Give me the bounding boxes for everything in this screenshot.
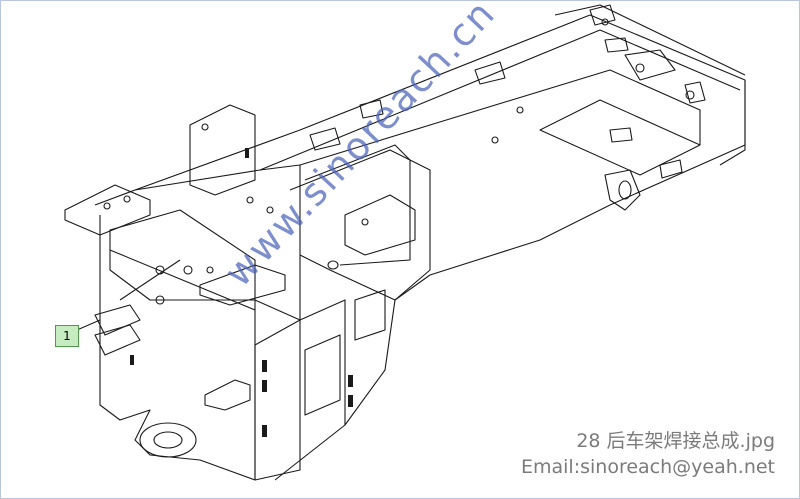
leader-line — [76, 319, 101, 331]
rail-end-lug — [604, 169, 641, 211]
plate-hole-13 — [635, 63, 645, 73]
pin-hole — [327, 260, 339, 270]
plate-hole-4 — [183, 265, 193, 275]
plate-hole-10 — [516, 106, 524, 114]
rear-box-side — [719, 80, 746, 166]
email-caption: Email:sinoreach@yeah.net — [520, 456, 775, 478]
plate-hole-2 — [361, 218, 369, 226]
rear-mount-3 — [604, 37, 629, 53]
bottom-ring-inner — [153, 431, 183, 449]
plate-hole-11 — [491, 136, 499, 144]
plate-hole-6 — [206, 266, 214, 274]
cutout-window — [304, 334, 341, 416]
plate-hole-15 — [601, 18, 609, 26]
lug-hole — [618, 180, 632, 200]
top-lug-3 — [309, 127, 341, 151]
plate-hole-9 — [123, 195, 131, 203]
top-lug-2 — [474, 61, 506, 85]
rear-mount-2 — [684, 81, 706, 104]
rear-mount — [624, 49, 676, 81]
center-box — [289, 149, 431, 301]
upper-bracket-2 — [344, 194, 416, 256]
slot — [262, 360, 267, 372]
center-box-inner — [304, 144, 411, 266]
rear-floor — [539, 99, 701, 176]
diagonal-brace-2 — [119, 259, 181, 301]
cutout-window-2 — [354, 289, 386, 341]
slot-4 — [348, 375, 353, 387]
inner-rail — [299, 69, 701, 166]
front-left-plate — [99, 215, 256, 481]
mounting-plate-left — [64, 184, 151, 236]
lower-pin-lug — [94, 304, 141, 336]
rear-block — [659, 159, 683, 179]
plate-hole-7 — [246, 196, 254, 204]
top-lug-5 — [609, 127, 633, 143]
plate-hole-3 — [155, 265, 165, 275]
slot-3 — [262, 425, 267, 437]
diagonal-brace — [109, 249, 256, 311]
file-caption: 28 后车架焊接总成.jpg — [576, 430, 775, 452]
side-plate-lower — [299, 299, 346, 425]
left-rail — [134, 14, 746, 481]
lower-pin-lug-2 — [94, 324, 141, 356]
plate-hole-8 — [103, 202, 111, 210]
slot-7 — [245, 148, 249, 158]
mounting-plate-center — [199, 264, 286, 306]
right-rail-top — [259, 29, 741, 171]
slot-6 — [130, 355, 134, 365]
plate-hole-5 — [155, 295, 165, 305]
upper-bracket — [189, 104, 256, 196]
plate-hole-14 — [685, 90, 695, 100]
part-callout-1: 1 — [55, 325, 79, 347]
slot-2 — [262, 380, 267, 392]
plate-hole — [201, 123, 209, 131]
top-lug — [589, 4, 616, 26]
plate-hole-12 — [266, 206, 274, 214]
side-plate-front — [254, 299, 301, 481]
bottom-ring — [139, 422, 197, 458]
top-lug-4 — [359, 99, 384, 119]
lower-arm — [204, 379, 251, 411]
slot-5 — [348, 395, 353, 407]
rear-box-top — [554, 4, 746, 76]
